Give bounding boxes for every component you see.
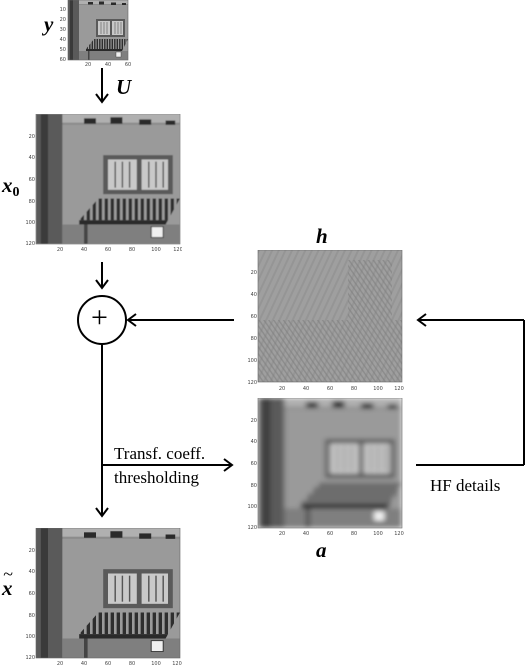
- tick: 120: [25, 655, 35, 661]
- image-x-tilde: 20 40 60 80 100 120 20 40 60 80 100 120: [25, 528, 182, 666]
- thresholding-line-1: Transf. coeff.: [114, 444, 206, 463]
- tick: 40: [29, 155, 35, 161]
- tick: 80: [351, 531, 357, 537]
- thresholding-line-2: thresholding: [114, 467, 199, 487]
- tick: 20: [57, 661, 63, 666]
- tilde-mark: ~: [3, 564, 13, 584]
- tick: 60: [29, 591, 35, 597]
- tick: 20: [279, 531, 285, 537]
- tick: 20: [60, 17, 66, 23]
- label-x-tilde: ~ x: [2, 564, 13, 600]
- tick: 80: [29, 613, 35, 619]
- image-a: 20 40 60 80 100 120 20 40 60 80 100 120: [247, 398, 404, 537]
- tick: 100: [373, 531, 383, 537]
- tick: 10: [60, 7, 66, 13]
- tick: 60: [105, 247, 111, 252]
- tick: 60: [125, 62, 131, 68]
- image-y-ticks: 10 20 30 40 50 60 20 40 60: [60, 7, 132, 68]
- tick: 120: [394, 386, 404, 392]
- tick: 40: [251, 292, 257, 298]
- tick: 60: [251, 314, 257, 320]
- tick: 60: [327, 386, 333, 392]
- image-x-tilde-ticks: 20 40 60 80 100 120 20 40 60 80 100 120: [25, 548, 181, 666]
- tick: 100: [25, 634, 35, 640]
- tick: 40: [303, 531, 309, 537]
- tick: 120: [247, 380, 257, 386]
- image-y: 10 20 30 40 50 60 20 40 60: [60, 0, 132, 68]
- image-h-ticks: 20 40 60 80 100 120 20 40 60 80 100 120: [247, 270, 403, 392]
- tick: 100: [247, 358, 257, 364]
- tick: 50: [60, 47, 66, 53]
- label-x0: x0: [2, 173, 20, 200]
- tick: 40: [251, 439, 257, 445]
- label-y: y: [44, 12, 54, 36]
- tick: 40: [105, 62, 111, 68]
- tick: 80: [29, 199, 35, 205]
- tick: 60: [251, 461, 257, 467]
- image-a-ticks: 20 40 60 80 100 120 20 40 60 80 100 120: [247, 418, 403, 537]
- tick: 120: [247, 525, 257, 531]
- tick: 20: [29, 134, 35, 140]
- label-h: h: [316, 224, 328, 248]
- tick: 80: [129, 247, 135, 252]
- tick: 60: [29, 177, 35, 183]
- tick: 100: [151, 247, 161, 252]
- tick: 120: [25, 241, 35, 247]
- tick: 40: [81, 661, 87, 666]
- tick: 100: [373, 386, 383, 392]
- image-x0: 20 40 60 80 100 120 20 40 60 80 100 120: [25, 114, 182, 252]
- image-x0-ticks: 20 40 60 80 100 120 20 40 60 80 100 120: [25, 134, 182, 252]
- tick: 80: [129, 661, 135, 666]
- tick: 20: [251, 418, 257, 424]
- tick: 120: [172, 661, 182, 666]
- tick: 80: [251, 336, 257, 342]
- tick: 40: [81, 247, 87, 252]
- tick: 30: [60, 27, 66, 33]
- sum-symbol: +: [91, 301, 108, 334]
- tick: 60: [60, 57, 66, 63]
- tick: 120: [173, 247, 182, 252]
- tick: 40: [29, 569, 35, 575]
- tick: 40: [60, 37, 66, 43]
- tick: 40: [303, 386, 309, 392]
- tick: 20: [85, 62, 91, 68]
- thresholding-label: Transf. coeff. thresholding: [114, 444, 205, 487]
- tick: 20: [251, 270, 257, 276]
- label-a: a: [316, 538, 327, 562]
- tick: 80: [251, 483, 257, 489]
- tick: 20: [279, 386, 285, 392]
- label-U: U: [116, 75, 132, 99]
- tick: 20: [57, 247, 63, 252]
- tick: 100: [151, 661, 161, 666]
- tick: 120: [394, 531, 404, 537]
- tick: 80: [351, 386, 357, 392]
- hf-details-label: HF details: [430, 476, 501, 495]
- tick: 100: [25, 220, 35, 226]
- tick: 100: [247, 504, 257, 510]
- tick: 60: [105, 661, 111, 666]
- image-h: 20 40 60 80 100 120 20 40 60 80 100 120: [247, 250, 404, 392]
- tick: 20: [29, 548, 35, 554]
- arrow-y-to-x0: [95, 68, 109, 104]
- tick: 60: [327, 531, 333, 537]
